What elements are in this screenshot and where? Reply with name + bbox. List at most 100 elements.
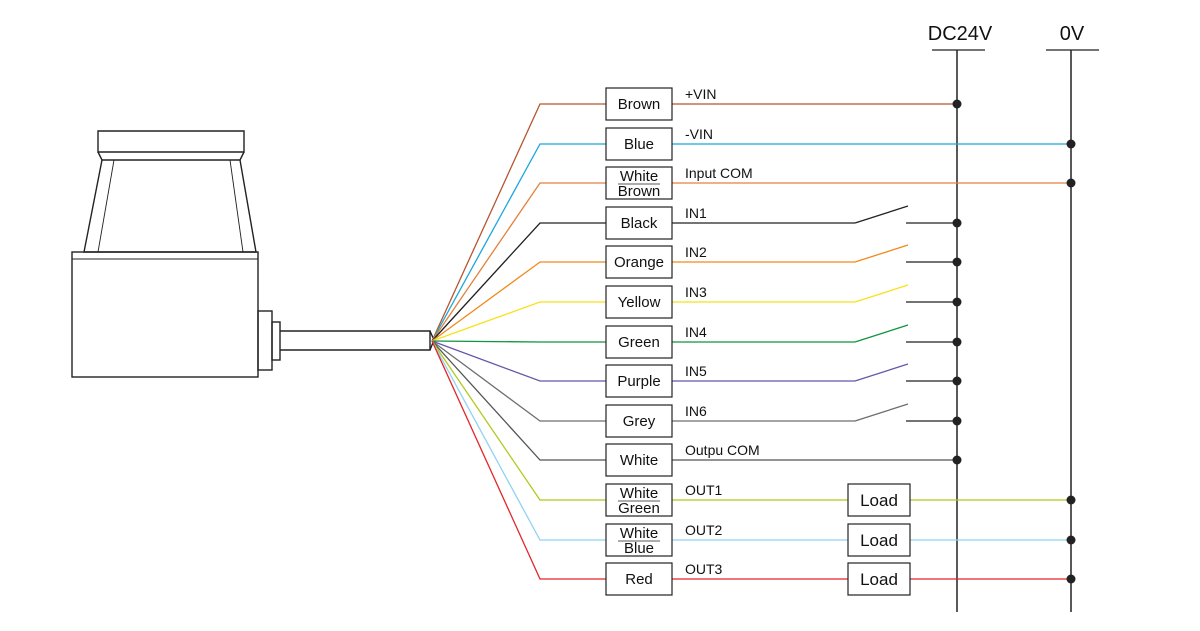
junction-dot — [952, 416, 962, 426]
wire-in3: Yellow IN3 — [431, 284, 962, 342]
rail-label-dc24v: DC24V — [928, 23, 993, 45]
wire-fan-line — [431, 143, 606, 342]
junction-dot — [952, 376, 962, 386]
wire-color-label: White — [620, 168, 658, 185]
junction-dot — [952, 99, 962, 109]
junction-dot — [952, 297, 962, 307]
switch-contact — [854, 244, 909, 263]
load-box — [847, 562, 911, 596]
wire-signal-label: IN3 — [685, 284, 707, 300]
wire-in4: Green IN4 — [431, 324, 962, 359]
wire-color-label: White — [620, 525, 658, 542]
wire-fan-line — [431, 340, 606, 382]
wire-signal-label: IN4 — [685, 324, 707, 340]
switch-contact — [854, 205, 909, 224]
wire-color-box — [605, 483, 673, 517]
wire-fan-line — [431, 301, 606, 342]
junction-dot — [952, 455, 962, 465]
wire-in5: Purple IN5 — [431, 340, 962, 398]
load-label: Load — [860, 531, 898, 550]
wire-fan-line — [431, 103, 606, 342]
wire-fan-line — [431, 182, 606, 342]
wire-color-box — [605, 127, 673, 161]
wire-color-label: Black — [621, 215, 658, 232]
wire-color-box — [605, 245, 673, 279]
wire-color-box — [605, 364, 673, 398]
wire-color-label: White — [620, 452, 658, 469]
wire-signal-label: IN1 — [685, 205, 707, 221]
wire-color-box — [605, 285, 673, 319]
junction-dot — [952, 337, 962, 347]
wire-color-label: Orange — [614, 254, 664, 271]
wire-color-label: Brown — [618, 183, 661, 200]
wire-signal-label: +VIN — [685, 86, 717, 102]
wire-color-box — [605, 523, 673, 557]
wire-color-label: Green — [618, 500, 660, 517]
wire-color-box — [605, 325, 673, 359]
wire-color-label: Brown — [618, 96, 661, 113]
wire-signal-label: Input COM — [685, 165, 753, 181]
wire-color-label: Red — [625, 571, 653, 588]
wire-fan-line — [431, 340, 606, 461]
load-label: Load — [860, 491, 898, 510]
junction-dot — [1066, 574, 1076, 584]
wire-color-label: Grey — [623, 413, 656, 430]
wire--vin: Brown +VIN — [431, 86, 962, 342]
switch-contact — [854, 284, 909, 303]
wire-color-label: Purple — [617, 373, 660, 390]
switch-contact — [854, 324, 909, 343]
wire-signal-label: IN6 — [685, 403, 707, 419]
wire-color-box — [605, 404, 673, 438]
wire-color-box — [605, 206, 673, 240]
wire-color-box — [605, 166, 673, 200]
junction-dot — [952, 218, 962, 228]
wire-color-label: Blue — [624, 540, 654, 557]
junction-dot — [1066, 139, 1076, 149]
wire-signal-label: OUT2 — [685, 522, 723, 538]
load-box — [847, 483, 911, 517]
wire--vin: Blue -VIN — [431, 126, 1076, 342]
junction-dot — [1066, 495, 1076, 505]
wire-color-label: Green — [618, 334, 660, 351]
wire-color-label: Yellow — [618, 294, 661, 311]
wire-signal-label: OUT3 — [685, 561, 723, 577]
wire-signal-label: IN2 — [685, 244, 707, 260]
wire-signal-label: IN5 — [685, 363, 707, 379]
wire-color-box — [605, 562, 673, 596]
switch-contact — [854, 403, 909, 422]
wire-signal-label: OUT1 — [685, 482, 723, 498]
wire-fan-line — [431, 340, 606, 343]
wire-fan-line — [431, 261, 606, 342]
load-box — [847, 523, 911, 557]
wire-color-box — [605, 87, 673, 121]
sensor-device-icon — [71, 130, 435, 378]
wire-signal-label: Outpu COM — [685, 442, 760, 458]
switch-contact — [854, 363, 909, 382]
wire-fan-line — [431, 222, 606, 342]
junction-dot — [952, 257, 962, 267]
wire-fan-line — [431, 340, 606, 422]
load-label: Load — [860, 570, 898, 589]
wire-color-box — [605, 443, 673, 477]
junction-dot — [1066, 535, 1076, 545]
wire-signal-label: -VIN — [685, 126, 713, 142]
rails: DC24V 0V — [928, 23, 1099, 612]
wire-in6: Grey IN6 — [431, 340, 962, 438]
wire-color-label: Blue — [624, 136, 654, 153]
wire-color-label: White — [620, 485, 658, 502]
rail-label-0v: 0V — [1060, 23, 1085, 45]
wire-fan-line — [431, 340, 606, 541]
wire-fan-line — [431, 340, 606, 501]
junction-dot — [1066, 178, 1076, 188]
wire-outpu-com: White Outpu COM — [431, 340, 962, 477]
wire-in1: Black IN1 — [431, 205, 962, 342]
wire-fan-line — [431, 340, 606, 580]
wire-in2: Orange IN2 — [431, 244, 962, 342]
